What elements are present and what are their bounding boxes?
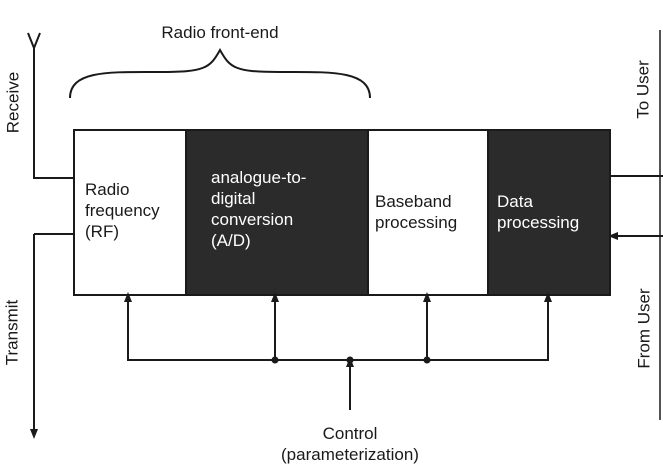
front-end-brace (69, 47, 371, 99)
receive-line (33, 48, 74, 179)
radio-front-end-label: Radio front-end (161, 23, 279, 42)
junction-dot (271, 356, 279, 364)
block-ad-label: analogue-to- digital conversion (A/D) (211, 168, 307, 250)
control-bus (127, 310, 549, 361)
control-label: Control (parameterization) (281, 424, 419, 464)
from-user-label: From User (634, 288, 654, 369)
junction-dot (423, 356, 431, 364)
receive-label: Receive (3, 71, 23, 134)
block-data-label: Data processing (497, 192, 580, 232)
transmit-label: Transmit (2, 299, 22, 366)
antenna-icon (27, 32, 41, 49)
to-user-label: To User (633, 60, 653, 119)
block-rf-label: Radio frequency (RF) (85, 180, 160, 241)
block-baseband-label: Baseband processing (375, 192, 458, 232)
